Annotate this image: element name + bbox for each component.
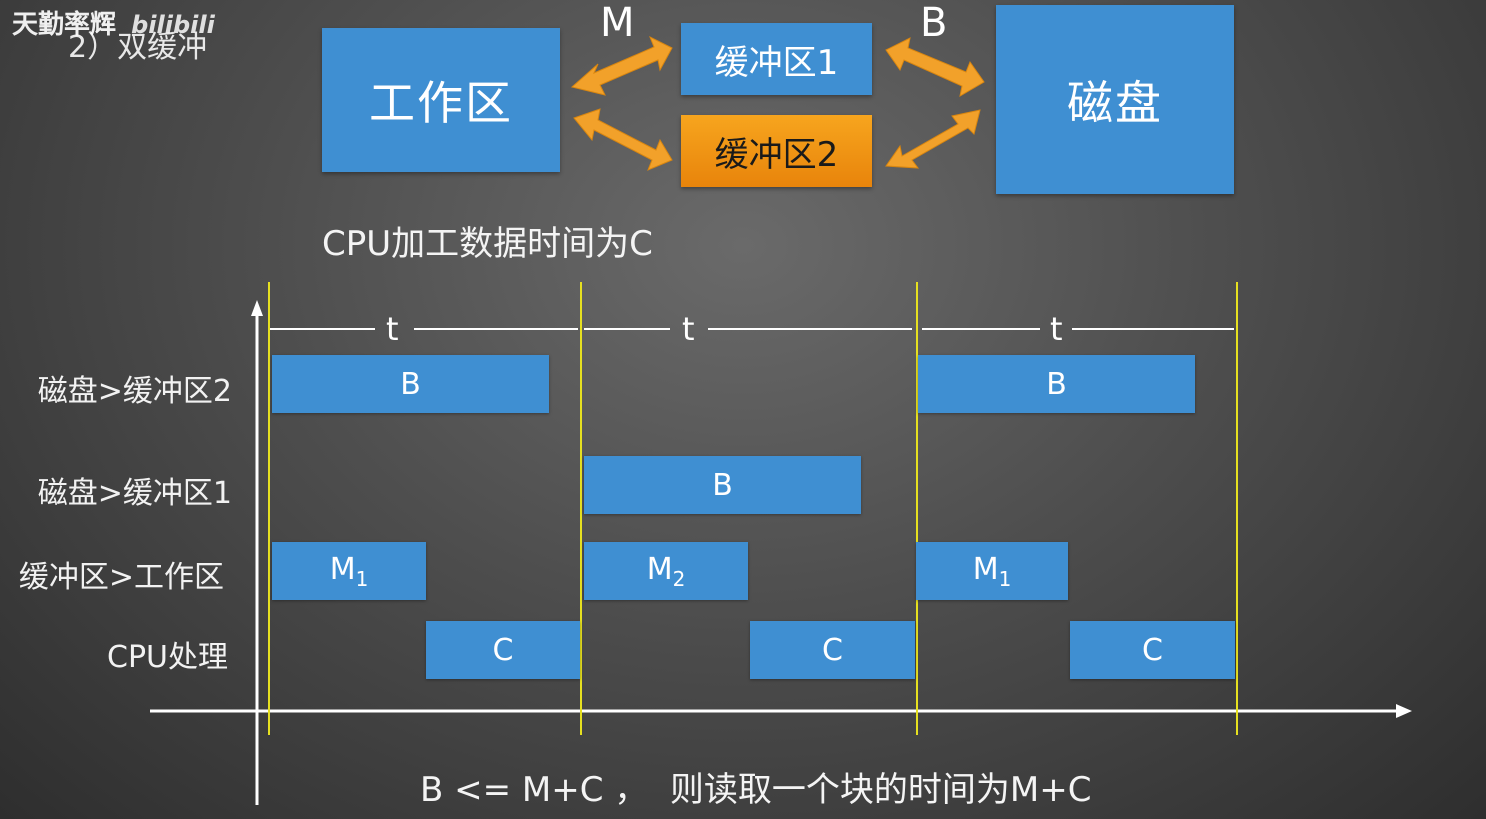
bar-label: B xyxy=(1046,366,1067,402)
arrow-buffer1-disk xyxy=(885,37,985,97)
arrow-buffer2-disk xyxy=(885,109,981,169)
bar-cpu-2: C xyxy=(750,621,915,679)
bar-label: M1 xyxy=(972,551,1012,591)
x-axis-arrowhead xyxy=(1396,704,1412,718)
bar-disk-buffer1-1: B xyxy=(584,456,861,514)
buffer2-label: 缓冲区2 xyxy=(714,134,839,175)
bar-label: M1 xyxy=(329,551,369,591)
bar-buffer-work-3: M1 xyxy=(916,542,1068,600)
t-label-1: t xyxy=(386,310,399,348)
work-area-box: 工作区 xyxy=(322,28,560,172)
work-area-label: 工作区 xyxy=(369,76,513,130)
row-label-cpu: CPU处理 xyxy=(107,640,228,675)
row-label-disk-buffer2: 磁盘>缓冲区2 xyxy=(37,374,232,409)
bar-label: M2 xyxy=(646,551,686,591)
section-subtitle: 2）双缓冲 xyxy=(68,30,208,65)
buffer2-box: 缓冲区2 xyxy=(681,115,872,187)
buffer1-label: 缓冲区1 xyxy=(714,42,839,83)
b-arrow-label: B xyxy=(920,0,948,46)
buffer1-box: 缓冲区1 xyxy=(681,23,872,95)
bar-buffer-work-2: M2 xyxy=(584,542,748,600)
bar-disk-buffer2-2: B xyxy=(918,355,1195,413)
arrow-work-buffer1 xyxy=(570,35,673,96)
disk-box: 磁盘 xyxy=(996,5,1234,194)
t-label-3: t xyxy=(1050,310,1063,348)
row-label-buffer-work: 缓冲区>工作区 xyxy=(18,560,224,595)
bar-label: C xyxy=(822,632,843,668)
bar-cpu-3: C xyxy=(1070,621,1235,679)
bar-label: B xyxy=(400,366,421,402)
watermark-text: 天勤率辉 xyxy=(12,10,117,40)
t-label-2: t xyxy=(682,310,695,348)
arrow-work-buffer2 xyxy=(573,108,673,171)
y-axis-arrowhead xyxy=(251,300,263,316)
row-label-disk-buffer1: 磁盘>缓冲区1 xyxy=(37,476,232,511)
bilibili-logo: bilibili xyxy=(131,11,215,39)
cpu-time-caption: CPU加工数据时间为C xyxy=(322,224,653,264)
bar-label: C xyxy=(1142,632,1163,668)
bar-cpu-1: C xyxy=(426,621,580,679)
conclusion-caption: B <= M+C ， 则读取一个块的时间为M+C xyxy=(420,770,1092,810)
disk-label: 磁盘 xyxy=(1067,75,1163,130)
bar-buffer-work-1: M1 xyxy=(272,542,426,600)
bar-label: B xyxy=(712,467,733,503)
bar-label: C xyxy=(492,632,514,668)
bar-disk-buffer2-1: B xyxy=(272,355,549,413)
m-arrow-label: M xyxy=(600,0,635,46)
period-dividers xyxy=(268,282,1238,735)
watermark: 天勤率辉 bilibili xyxy=(12,4,215,41)
